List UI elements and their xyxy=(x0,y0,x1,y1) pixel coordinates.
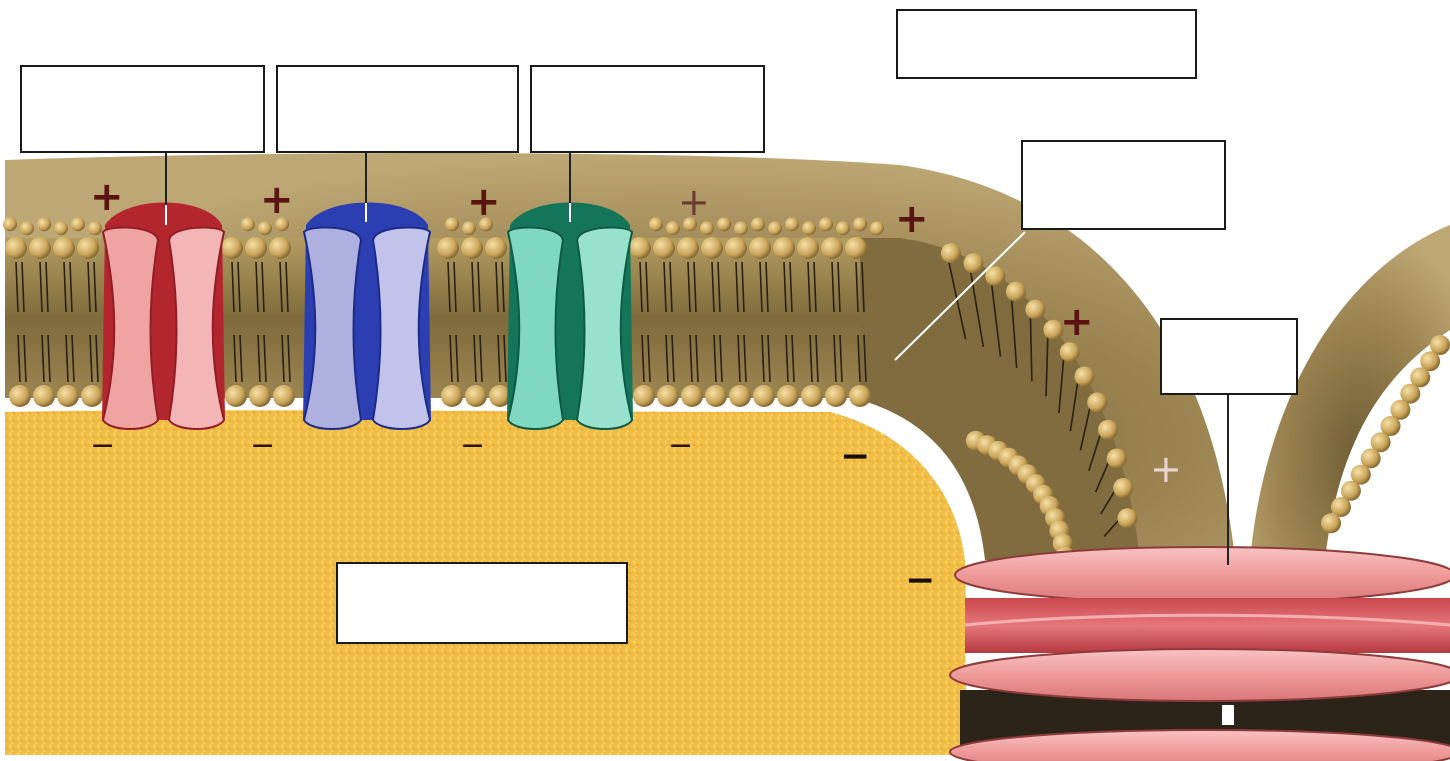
plus-sign: + xyxy=(90,174,124,220)
plus-sign: + xyxy=(467,179,501,225)
lipid-head xyxy=(1060,342,1080,362)
lipid-head xyxy=(485,237,507,259)
label-box-channel-1 xyxy=(20,65,265,153)
lipid-head xyxy=(797,237,819,259)
lipid-head xyxy=(701,237,723,259)
label-box-cytoplasm xyxy=(336,562,628,644)
stacked-membranes xyxy=(950,547,1450,761)
lipid-head xyxy=(845,237,867,259)
lipid-head xyxy=(9,385,31,407)
lipid-head xyxy=(441,385,463,407)
lipid-head xyxy=(853,217,867,231)
lipid-head xyxy=(1113,478,1133,498)
lipid-head xyxy=(1087,392,1107,412)
lipid-head xyxy=(657,385,679,407)
lipid-head xyxy=(54,221,68,235)
lipid-head xyxy=(801,385,823,407)
lipid-head xyxy=(749,237,771,259)
lipid-head xyxy=(870,221,884,235)
lipid-head xyxy=(725,237,747,259)
lipid-head xyxy=(437,237,459,259)
lipid-head xyxy=(5,237,27,259)
lipid-head xyxy=(81,385,103,407)
lipid-head xyxy=(225,385,247,407)
lipid-head xyxy=(33,385,55,407)
lipid-head xyxy=(777,385,799,407)
lipid-head xyxy=(53,237,75,259)
minus-sign: − xyxy=(905,560,935,601)
lipid-head xyxy=(785,217,799,231)
lipid-head xyxy=(1006,282,1026,302)
label-box-stacked-membrane xyxy=(1160,318,1298,395)
lipid-head xyxy=(37,217,51,231)
lipid-head xyxy=(1117,508,1137,528)
lipid-head xyxy=(768,221,782,235)
minus-sign: − xyxy=(840,436,870,477)
minus-sign: − xyxy=(668,428,693,463)
lipid-head xyxy=(88,221,102,235)
lipid-head xyxy=(57,385,79,407)
plus-sign: + xyxy=(678,180,710,224)
label-box-channel-2 xyxy=(276,65,519,153)
minus-sign: − xyxy=(460,428,485,463)
lipid-head xyxy=(1025,300,1045,320)
lipid-head xyxy=(825,385,847,407)
lipid-head xyxy=(29,237,51,259)
plus-sign: + xyxy=(1150,447,1182,491)
plus-sign: + xyxy=(260,177,294,223)
minus-sign: − xyxy=(250,428,275,463)
lipid-head xyxy=(649,217,663,231)
label-box-top-right xyxy=(896,9,1197,79)
lipid-head xyxy=(753,385,775,407)
lipid-head xyxy=(677,237,699,259)
lipid-head xyxy=(821,237,843,259)
lipid-head xyxy=(269,237,291,259)
lipid-head xyxy=(653,237,675,259)
channel-teal xyxy=(507,203,633,430)
lipid-head xyxy=(819,217,833,231)
lipid-head xyxy=(773,237,795,259)
lipid-head xyxy=(1074,366,1094,386)
lipid-head xyxy=(734,221,748,235)
lipid-head xyxy=(629,237,651,259)
lipid-head xyxy=(633,385,655,407)
lipid-head xyxy=(802,221,816,235)
lipid-head xyxy=(461,237,483,259)
label-box-channel-3 xyxy=(530,65,765,153)
lipid-head xyxy=(751,217,765,231)
lipid-head xyxy=(1098,420,1118,440)
lipid-head xyxy=(849,385,871,407)
lipid-head xyxy=(717,217,731,231)
lipid-head xyxy=(3,217,17,231)
lipid-head xyxy=(20,221,34,235)
minus-sign: − xyxy=(90,428,115,463)
lipid-head xyxy=(705,385,727,407)
lipid-head xyxy=(258,221,272,235)
channel-blue xyxy=(303,203,431,430)
lipid-head xyxy=(77,237,99,259)
lipid-head xyxy=(1321,513,1341,533)
lipid-head xyxy=(245,237,267,259)
lipid-head xyxy=(964,253,984,273)
lipid-head xyxy=(1107,448,1127,468)
lipid-head xyxy=(273,385,295,407)
lipid-head xyxy=(465,385,487,407)
label-box-curved-membrane xyxy=(1021,140,1226,230)
lipid-head xyxy=(941,243,961,263)
lipid-head xyxy=(729,385,751,407)
channel-red xyxy=(102,203,225,430)
lipid-head xyxy=(221,237,243,259)
lipid-head xyxy=(241,217,255,231)
plus-sign: + xyxy=(1060,299,1094,345)
lipid-head xyxy=(681,385,703,407)
lipid-head xyxy=(445,217,459,231)
lipid-head xyxy=(836,221,850,235)
lipid-head xyxy=(249,385,271,407)
lipid-head xyxy=(71,217,85,231)
plus-sign: + xyxy=(895,196,929,242)
